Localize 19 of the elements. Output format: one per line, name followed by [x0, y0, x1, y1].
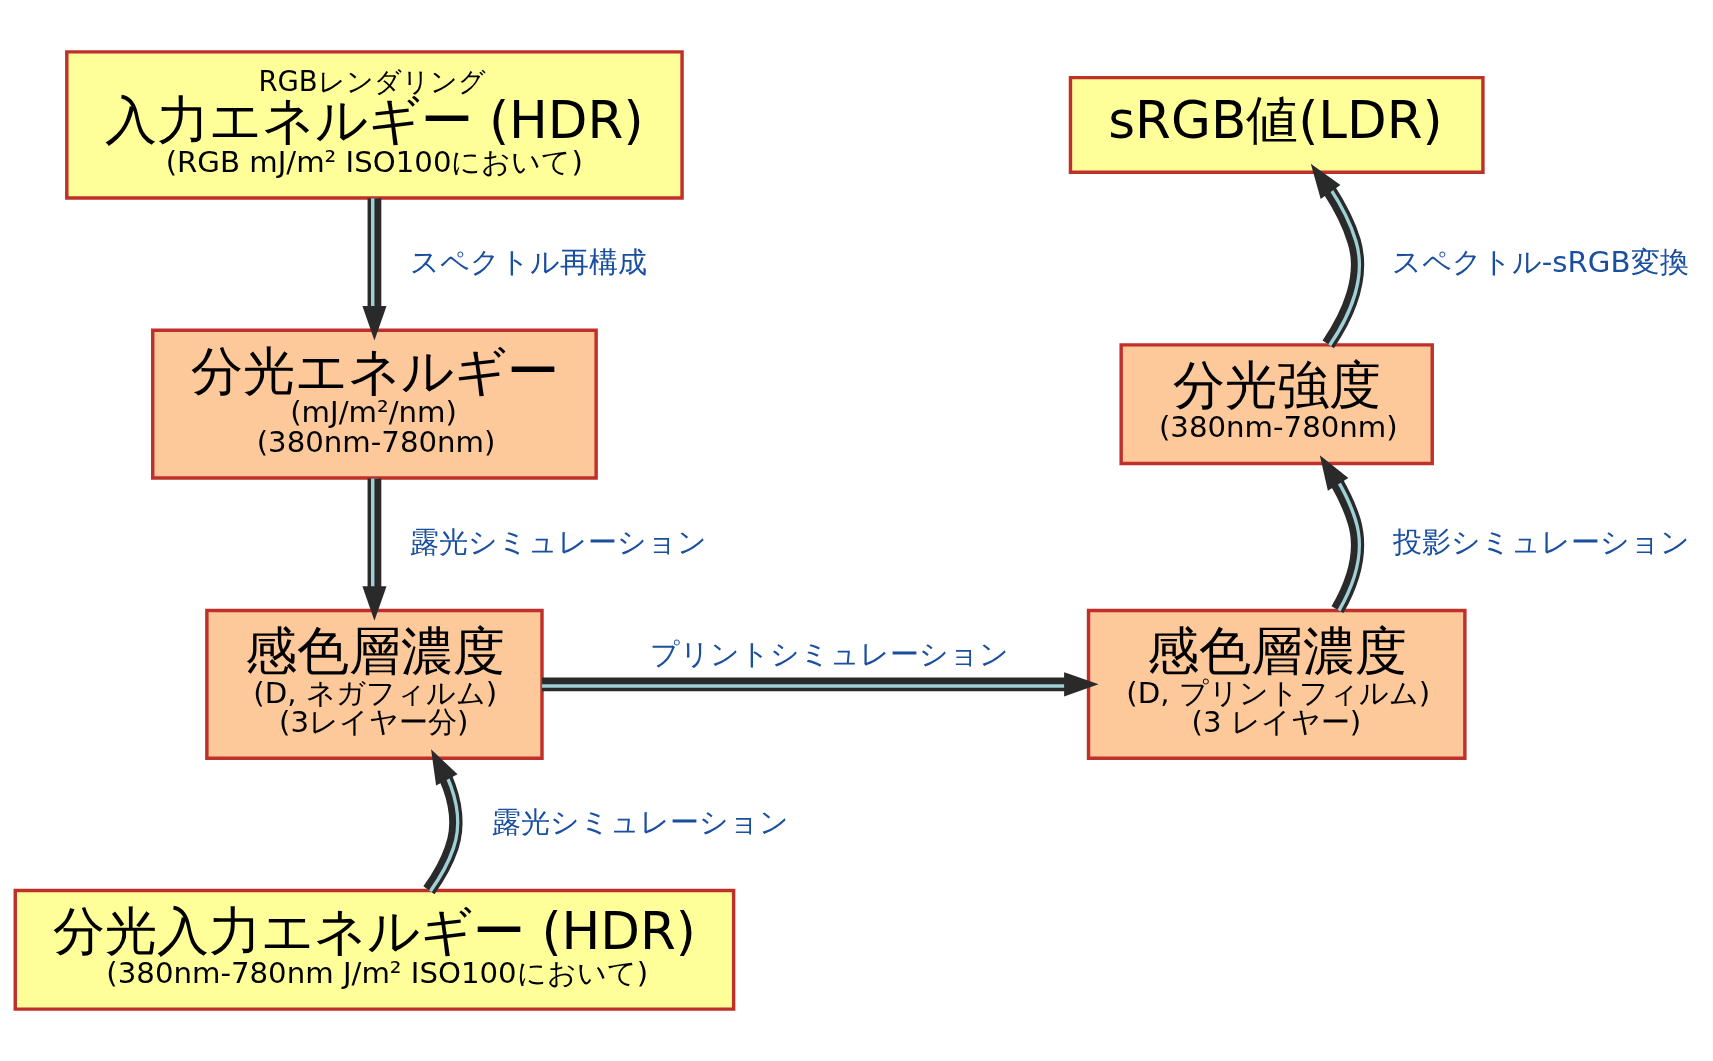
edge-label: 投影シミュレーション — [1392, 525, 1690, 560]
arrow — [1310, 163, 1365, 349]
edge-label: スペクトル-sRGB変換 — [1391, 245, 1689, 280]
arrow — [542, 672, 1099, 697]
edge-label: スペクトル再構成 — [409, 245, 647, 280]
node-box: RGBレンダリング 入力エネルギー (HDR) (RGB mJ/m² ISO100において) — [65, 50, 684, 200]
arrow — [362, 198, 387, 341]
arrow — [1319, 455, 1365, 614]
node-box: 分光エネルギー (mJ/m²/nm) (380nm-780nm) — [151, 328, 598, 480]
node-box: sRGB値(LDR) — [1068, 75, 1485, 174]
node-box: 感色層濃度 (D, ネガフィルム) (3レイヤー分) — [205, 608, 544, 760]
edge-label: 露光シミュレーション — [492, 805, 790, 840]
node-box: 分光強度 (380nm-780nm) — [1119, 343, 1434, 466]
edge-label: 露光シミュレーション — [409, 525, 707, 560]
node-box: 分光入力エネルギー (HDR) (380nm-780nm J/m² ISO100において) — [13, 888, 736, 1011]
node-box: 感色層濃度 (D, プリントフィルム) (3 レイヤー) — [1086, 608, 1467, 760]
arrow — [423, 749, 463, 895]
arrow — [362, 478, 387, 621]
edge-label: プリントシミュレーション — [650, 636, 1010, 671]
